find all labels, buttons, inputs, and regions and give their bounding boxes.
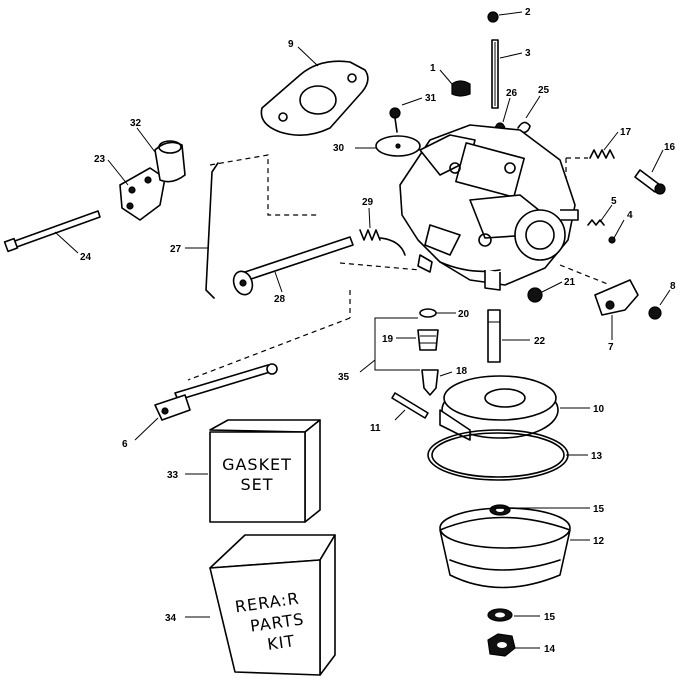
part-21-screw (527, 281, 563, 303)
part-13-oring (427, 429, 588, 481)
part-14-nut (487, 633, 540, 657)
callout-16: 16 (664, 142, 676, 153)
part-19-jet (396, 329, 439, 351)
part-29-spring (359, 207, 406, 256)
callout-14: 14 (544, 644, 556, 655)
part-15-upper-washer (489, 504, 590, 516)
callout-12: 12 (593, 536, 605, 547)
callout-22: 22 (534, 336, 546, 347)
gasket-set-box: GASKET SET (185, 419, 321, 523)
callout-25: 25 (538, 85, 550, 96)
gasket-set-line2: SET (240, 475, 273, 494)
callout-3: 3 (525, 48, 531, 59)
part-2-ball (487, 11, 523, 23)
part-18-needle (421, 369, 453, 396)
part-6-lever (134, 363, 278, 441)
part-15-lower-washer (487, 608, 540, 622)
callout-29: 29 (362, 197, 374, 208)
part-9-gasket (260, 46, 369, 136)
part-24-shaft (3, 210, 101, 254)
callout-17: 17 (620, 127, 632, 138)
callout-27: 27 (170, 244, 182, 255)
part-25-clip (517, 95, 541, 134)
part-1-cap (439, 69, 471, 97)
callout-1: 1 (430, 63, 436, 74)
callout-28: 28 (274, 294, 286, 305)
callout-31: 31 (425, 93, 437, 104)
part-28-shaft (232, 236, 354, 296)
callout-15-lower: 15 (544, 612, 556, 623)
part-32-23-bracket (107, 127, 186, 221)
part-16-screw (634, 149, 666, 195)
callout-19: 19 (382, 334, 394, 345)
callout-21: 21 (564, 277, 576, 288)
callout-13: 13 (591, 451, 603, 462)
callout-9: 9 (288, 39, 294, 50)
callout-26: 26 (506, 88, 518, 99)
callout-8-right: 8 (670, 281, 676, 292)
callout-35: 35 (338, 372, 350, 383)
callout-15-upper: 15 (593, 504, 605, 515)
carburetor-body (399, 124, 579, 291)
callout-30: 30 (333, 143, 345, 154)
callout-32: 32 (130, 118, 142, 129)
part-4-ball (608, 219, 625, 244)
part-11-pin (391, 392, 429, 421)
part-20-washer (419, 308, 456, 318)
callout-7: 7 (608, 342, 614, 353)
callout-33: 33 (167, 470, 179, 481)
part-22-tube (487, 309, 530, 363)
repair-kit-line3: KIT (266, 631, 296, 654)
callout-24: 24 (80, 252, 92, 263)
callout-10: 10 (593, 404, 605, 415)
callout-34: 34 (165, 613, 177, 624)
part-31-screw (389, 97, 423, 133)
part-3-pin (491, 39, 523, 109)
part-30-plate (355, 135, 421, 157)
callout-4: 4 (627, 210, 633, 221)
part-7-bracket (594, 279, 639, 340)
part-27-rod (185, 162, 219, 299)
part-17-spring (589, 131, 619, 159)
part-35-group (359, 317, 420, 373)
callout-11: 11 (370, 423, 381, 434)
callouts: 2 3 9 1 26 25 31 32 23 30 17 16 5 4 29 2… (80, 7, 676, 655)
callout-18: 18 (456, 366, 468, 377)
gasket-set-line1: GASKET (222, 455, 292, 474)
callout-2: 2 (525, 7, 531, 18)
part-10-float (439, 375, 590, 441)
part-8-screw (648, 289, 671, 320)
part-5-spring (587, 204, 613, 226)
callout-6: 6 (122, 439, 128, 450)
callout-20: 20 (458, 309, 470, 320)
repair-kit-box: RERA:R PARTS KIT (185, 534, 336, 676)
part-12-bowl (439, 507, 590, 589)
callout-23: 23 (94, 154, 106, 165)
callout-5: 5 (611, 196, 617, 207)
